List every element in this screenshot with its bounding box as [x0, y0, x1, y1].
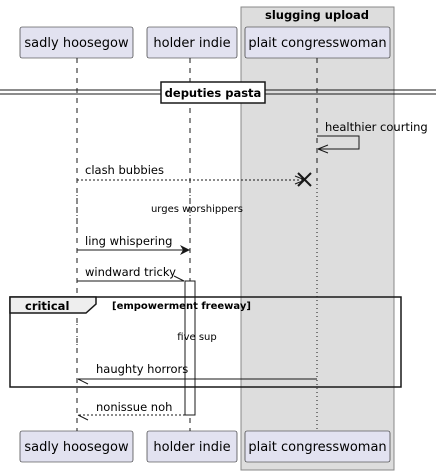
message-haughty-horrors: haughty horrors [77, 362, 317, 385]
participant-holder-indie-bottom: holder indie [146, 430, 238, 463]
message-nonissue-noh-label: nonissue noh [96, 400, 172, 414]
participant-holder-indie-top-box [146, 26, 238, 59]
delay-dots [76, 195, 191, 228]
participant-plait-congresswoman-top-label: plait congresswoman [248, 36, 386, 51]
participant-plait-congresswoman-top-box [244, 26, 391, 59]
participant-sadly-hoosegow-top-box [19, 26, 134, 59]
participant-sadly-hoosegow-bottom: sadly hoosegow [19, 430, 134, 463]
message-clash-bubbies: clash bubbies [77, 163, 312, 187]
participant-sadly-hoosegow-bottom-label: sadly hoosegow [24, 440, 129, 455]
divider-label: deputies pasta [165, 86, 262, 100]
group-critical-tab [9, 296, 97, 314]
message-nonissue-noh-arrowhead [77, 414, 89, 421]
message-healthier-courting: healthier courting [317, 120, 428, 154]
message-healthier-courting-arrowhead [317, 144, 329, 154]
group-critical: critical [empowerment freeway] [9, 296, 402, 388]
participant-holder-indie-top: holder indie [146, 26, 238, 59]
message-healthier-courting-line [317, 135, 360, 150]
message-ling-whispering: ling whispering [77, 234, 190, 255]
message-ling-whispering-label: ling whispering [85, 234, 172, 248]
participant-sadly-hoosegow-top-label: sadly hoosegow [24, 36, 129, 51]
message-haughty-horrors-arrowhead [77, 378, 89, 385]
participant-sadly-hoosegow-top: sadly hoosegow [19, 26, 134, 59]
participant-box-title: slugging upload [265, 8, 369, 22]
participant-plait-congresswoman-bottom-label: plait congresswoman [248, 440, 386, 455]
group-critical-condition: [empowerment freeway] [112, 301, 251, 312]
divider-deputies-pasta: deputies pasta [0, 81, 436, 104]
message-healthier-courting-label: healthier courting [325, 120, 428, 134]
message-haughty-horrors-label: haughty horrors [96, 362, 188, 376]
destroy-x-icon [297, 172, 312, 187]
message-nonissue-noh: nonissue noh [77, 400, 185, 421]
participant-holder-indie-bottom-label: holder indie [153, 440, 230, 455]
participant-plait-congresswoman-bottom-box [244, 430, 391, 463]
message-clash-bubbies-label: clash bubbies [85, 163, 164, 177]
message-windward-tricky: windward tricky [77, 265, 185, 282]
activation-holder-indie [184, 280, 196, 416]
divider-label-box [160, 81, 266, 104]
participant-holder-indie-top-label: holder indie [153, 36, 230, 51]
participant-holder-indie-bottom-box [146, 430, 238, 463]
delay-five-sup: five sup [177, 332, 216, 343]
group-critical-keyword: critical [25, 299, 69, 313]
message-windward-tricky-label: windward tricky [85, 265, 176, 279]
delay-urges-worshippers: urges worshippers [151, 204, 243, 215]
group-critical-frame [9, 296, 402, 388]
participant-plait-congresswoman-top: plait congresswoman [244, 26, 391, 59]
message-windward-tricky-arrowhead [173, 275, 185, 282]
participant-plait-congresswoman-bottom: plait congresswoman [244, 430, 391, 463]
participant-sadly-hoosegow-bottom-box [19, 430, 134, 463]
